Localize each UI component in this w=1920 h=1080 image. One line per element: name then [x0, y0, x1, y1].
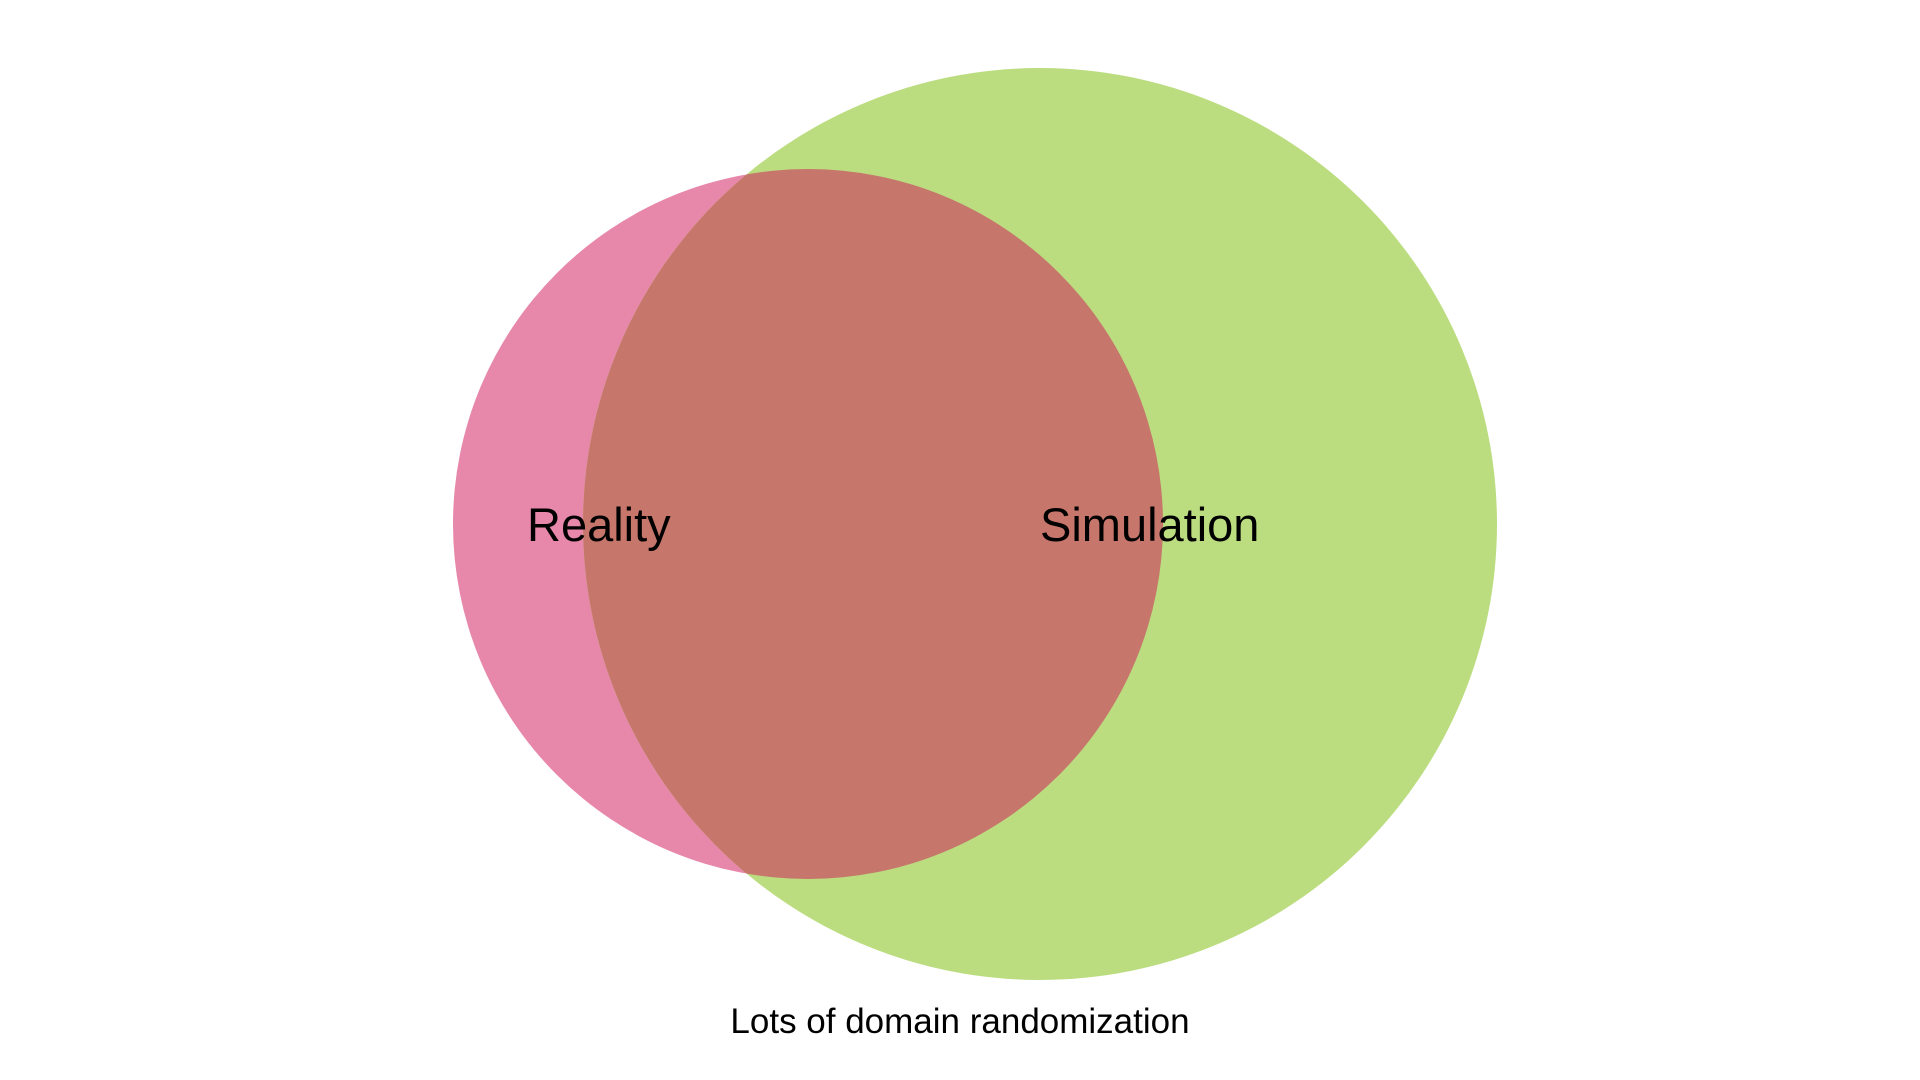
diagram-caption: Lots of domain randomization [730, 1002, 1190, 1041]
overlap-region [583, 169, 1163, 879]
simulation-label: Simulation [1040, 498, 1260, 551]
reality-label: Reality [527, 498, 671, 551]
